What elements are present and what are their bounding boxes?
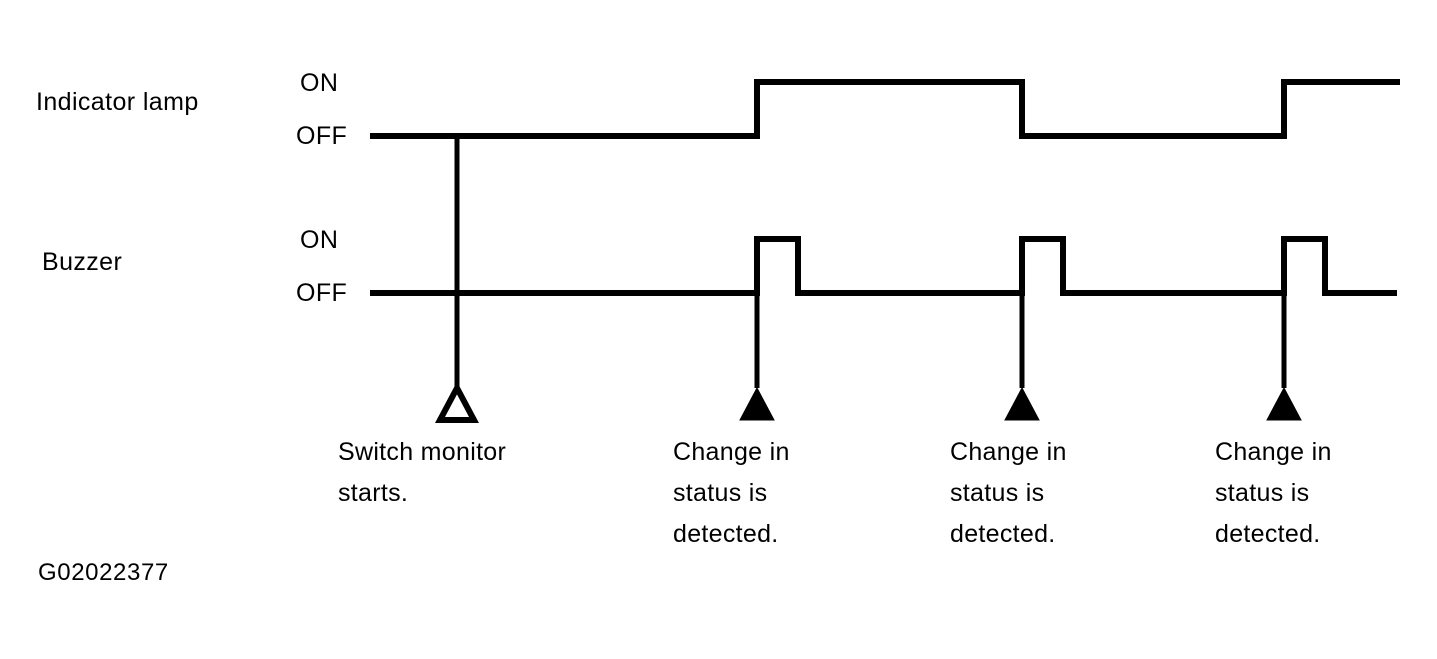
caption-change-detected-2: Change in status is detected. bbox=[950, 438, 1067, 548]
state-label-buzzer-on: ON bbox=[300, 226, 339, 254]
waveform-indicator-lamp bbox=[370, 79, 1400, 139]
row-label-indicator-lamp: Indicator lamp bbox=[36, 88, 199, 116]
row-label-buzzer: Buzzer bbox=[42, 248, 123, 276]
waveform-buzzer bbox=[370, 236, 1397, 296]
filled-triangle-icon bbox=[1266, 386, 1302, 421]
filled-triangle-icon bbox=[1004, 386, 1040, 421]
state-label-indicator-off: OFF bbox=[296, 122, 348, 150]
state-label-indicator-on: ON bbox=[300, 69, 339, 97]
figure-id-label: G02022377 bbox=[38, 559, 169, 586]
caption-change-detected-1: Change in status is detected. bbox=[673, 438, 790, 548]
filled-triangle-icon bbox=[739, 386, 775, 421]
caption-change-detected-3: Change in status is detected. bbox=[1215, 438, 1332, 548]
state-label-buzzer-off: OFF bbox=[296, 279, 348, 307]
hollow-triangle-icon bbox=[435, 381, 479, 423]
caption-switch-monitor-starts: Switch monitor starts. bbox=[338, 438, 507, 507]
